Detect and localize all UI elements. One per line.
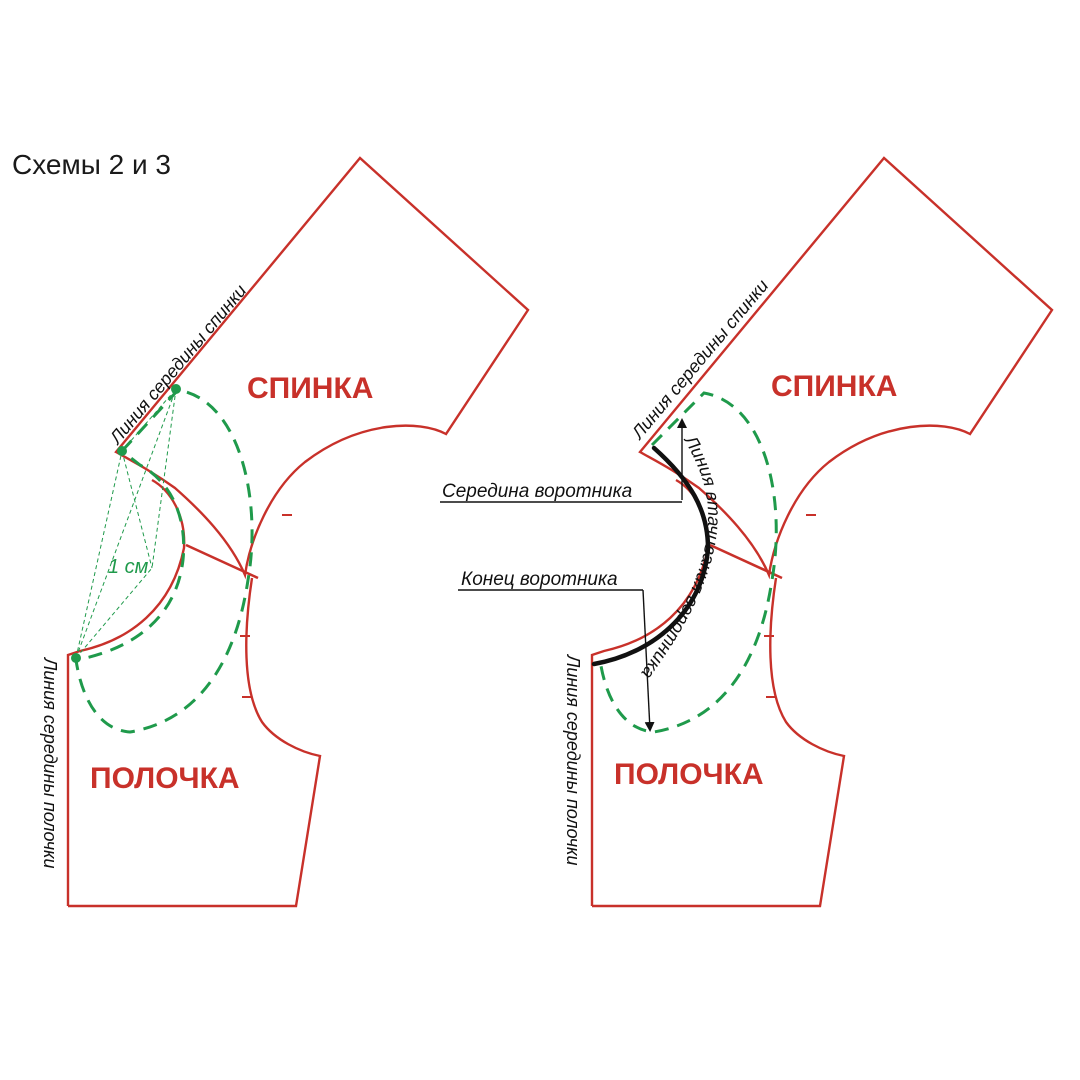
back-piece-outline xyxy=(114,156,530,580)
measurement-label: 1 см xyxy=(108,556,149,578)
construction-line xyxy=(75,388,177,659)
scheme-2: СПИНКА ПОЛОЧКА 1 см Линия середины спинк… xyxy=(40,156,530,908)
front-label: ПОЛОЧКА xyxy=(614,758,764,791)
diagram-title: Схемы 2 и 3 xyxy=(12,149,171,180)
shoulder-seam-line xyxy=(185,543,259,580)
back-label: СПИНКА xyxy=(247,372,373,405)
collar-sew-line xyxy=(591,445,711,667)
shoulder-seam-line xyxy=(709,543,783,580)
front-center-line-label: Линия середины полочки xyxy=(40,657,60,869)
collar-end-label: Конец воротника xyxy=(461,569,618,590)
collar-middle-label: Середина воротника xyxy=(442,481,632,502)
collar-point xyxy=(171,384,181,394)
front-label: ПОЛОЧКА xyxy=(90,762,240,795)
back-center-line-label: Линия середины спинки xyxy=(105,281,250,449)
back-center-line-label: Линия середины спинки xyxy=(627,276,772,444)
collar-point xyxy=(71,653,81,663)
collar-end-arrow xyxy=(642,589,655,732)
scheme-3: СПИНКА ПОЛОЧКА Середина воротника Конец … xyxy=(440,156,1054,908)
back-label: СПИНКА xyxy=(771,370,897,403)
collar-outline xyxy=(598,391,778,734)
front-piece-outline xyxy=(66,478,322,908)
collar-point xyxy=(117,446,127,456)
collar-outline xyxy=(74,388,254,734)
front-center-line-label: Линия середины полочки xyxy=(563,654,583,866)
